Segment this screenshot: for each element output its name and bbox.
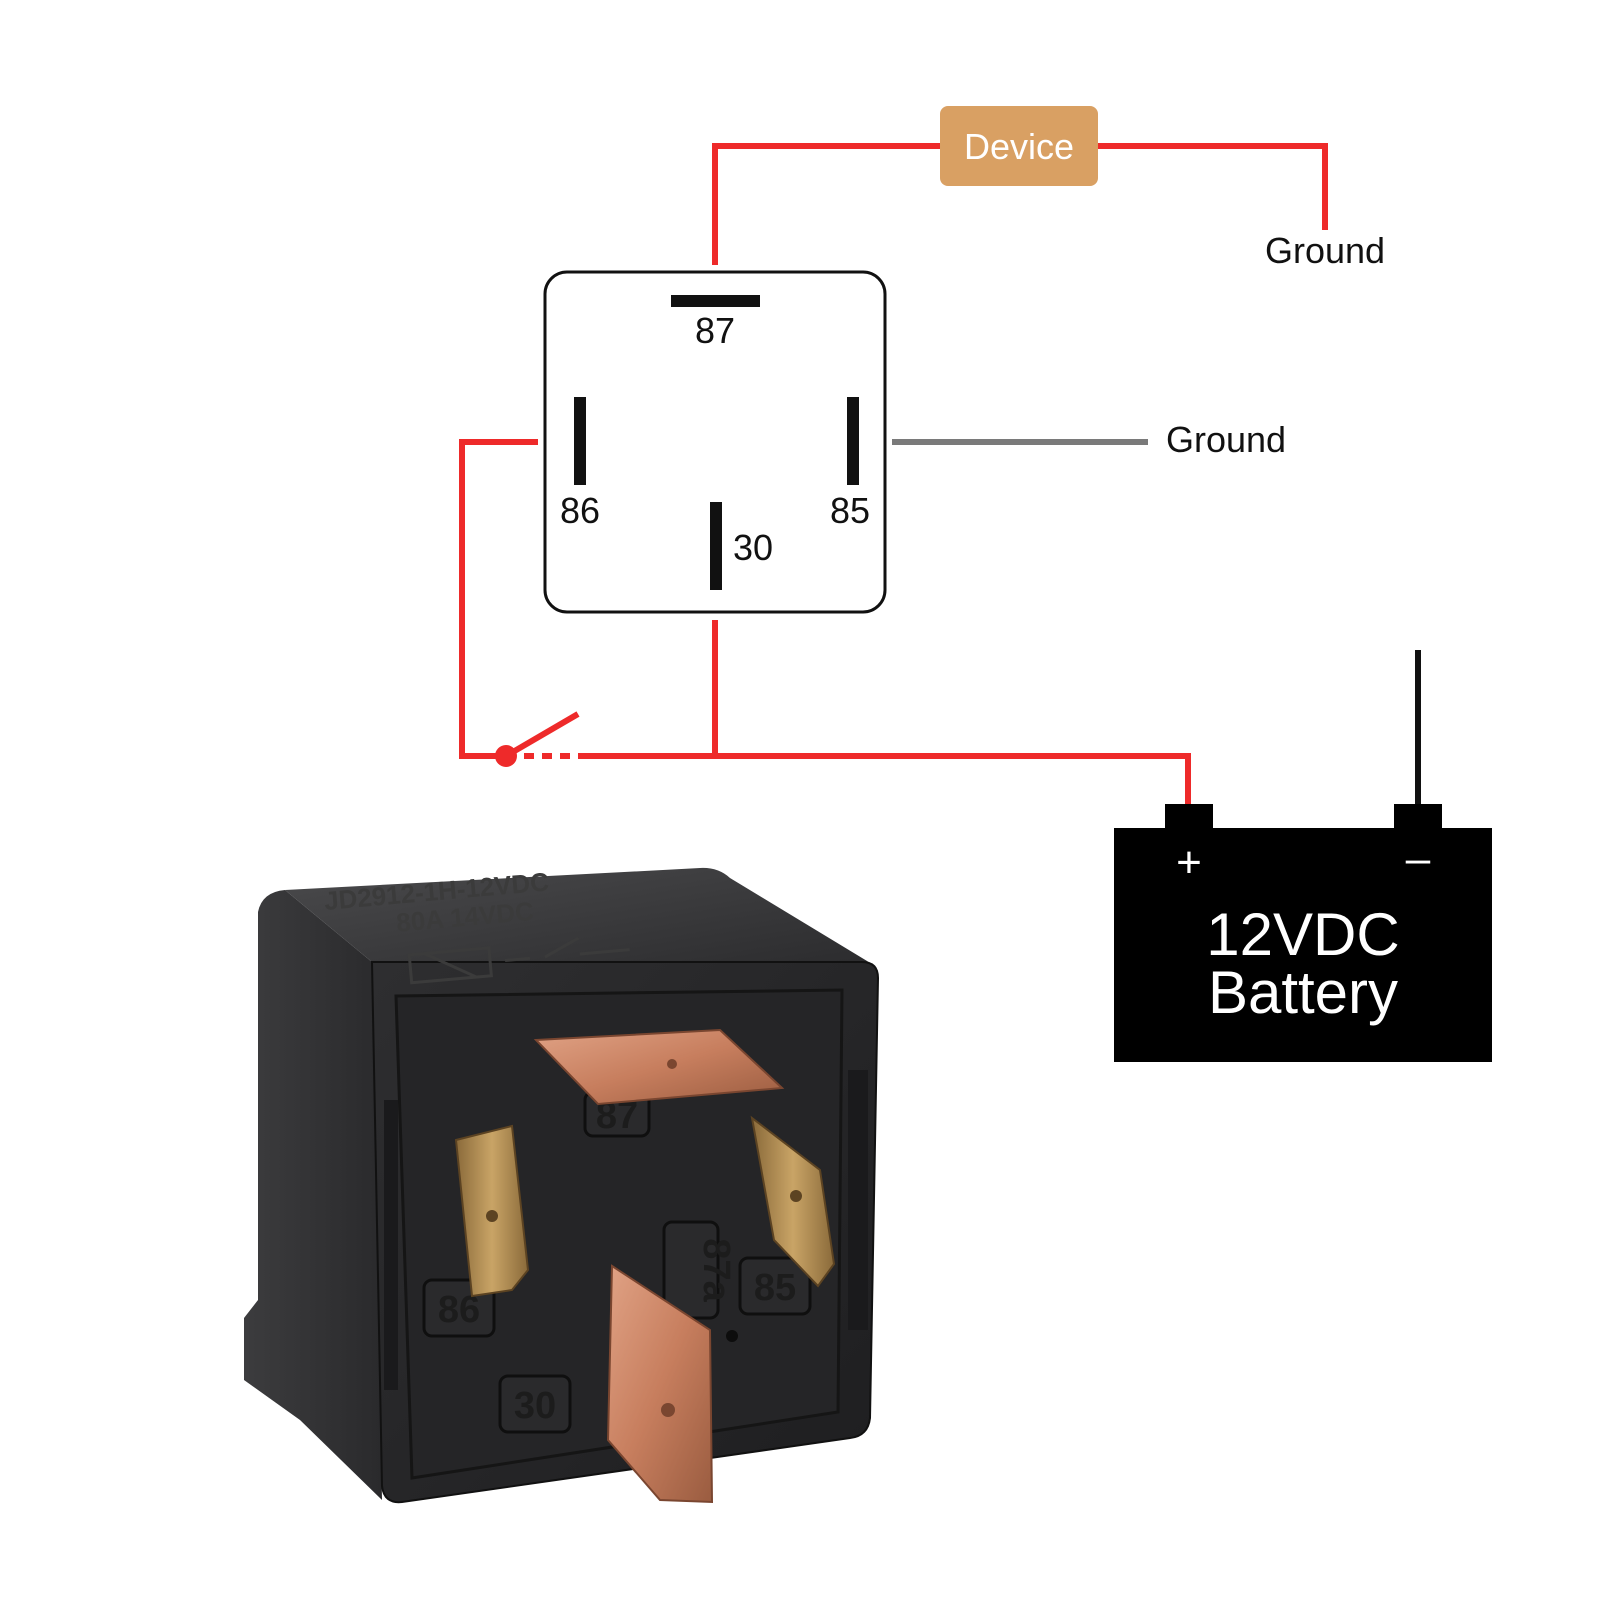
device-rect (940, 106, 1098, 186)
terminal-86-hole (486, 1210, 498, 1222)
relay-photo: JD2912-1H-12VDC 80A 14VDC 87 86 85 30 87… (244, 866, 880, 1504)
relay-body-top (285, 867, 872, 964)
terminal-87-hole (667, 1059, 677, 1069)
pin-87-label: 87 (695, 310, 735, 351)
terminal-85-hole (790, 1190, 802, 1202)
relay-schematic: 87 86 85 30 (543, 270, 887, 614)
relay-print-schematic-symbol (407, 936, 630, 985)
device-label: Device (964, 126, 1074, 167)
terminal-30-blade (606, 1264, 714, 1504)
housing-label-85: 85 (754, 1267, 796, 1309)
ground-label-right: Ground (1166, 419, 1286, 460)
relay-face-recess (394, 988, 844, 1480)
relay-body-left-side (244, 890, 382, 1500)
battery: + – 12VDC Battery (1114, 804, 1492, 1062)
housing-plate-30 (498, 1374, 572, 1434)
ground-label-top: Ground (1265, 230, 1385, 271)
wire-switch-to-battery (584, 753, 1191, 806)
relay-face-dot (726, 1330, 738, 1342)
battery-label-line2: Battery (1208, 959, 1398, 1026)
wire-device-to-ground (1096, 143, 1328, 230)
pin-30-bar (710, 502, 722, 590)
wire-87-to-device (712, 143, 940, 265)
pin-85-bar (847, 397, 859, 485)
housing-plate-85 (738, 1256, 812, 1316)
relay-outline (543, 270, 887, 614)
device-box: Device (940, 106, 1098, 186)
housing-label-87a: 87a (695, 1238, 737, 1302)
wires (459, 143, 1421, 806)
switch-lever (504, 711, 580, 759)
battery-terminal-negative (1394, 804, 1442, 830)
battery-label-line1: 12VDC (1206, 901, 1399, 968)
terminal-85-blade (750, 1115, 836, 1288)
relay-right-rib (848, 1070, 868, 1330)
terminal-30-hole (661, 1403, 675, 1417)
pin-85-label: 85 (830, 490, 870, 531)
pin-30-label: 30 (733, 527, 773, 568)
battery-plus-sign: + (1176, 838, 1202, 887)
pin-87-bar (671, 295, 760, 307)
relay-left-rib (384, 1100, 398, 1390)
battery-body (1114, 828, 1492, 1062)
terminal-87-blade (533, 1028, 785, 1106)
battery-terminal-positive (1165, 804, 1213, 830)
wire-86-to-switch (459, 439, 538, 759)
pin-86-bar (574, 397, 586, 485)
switch-pivot (495, 745, 517, 767)
pin-86-label: 86 (560, 490, 600, 531)
housing-label-30: 30 (514, 1385, 556, 1427)
battery-minus-sign: – (1406, 834, 1431, 883)
